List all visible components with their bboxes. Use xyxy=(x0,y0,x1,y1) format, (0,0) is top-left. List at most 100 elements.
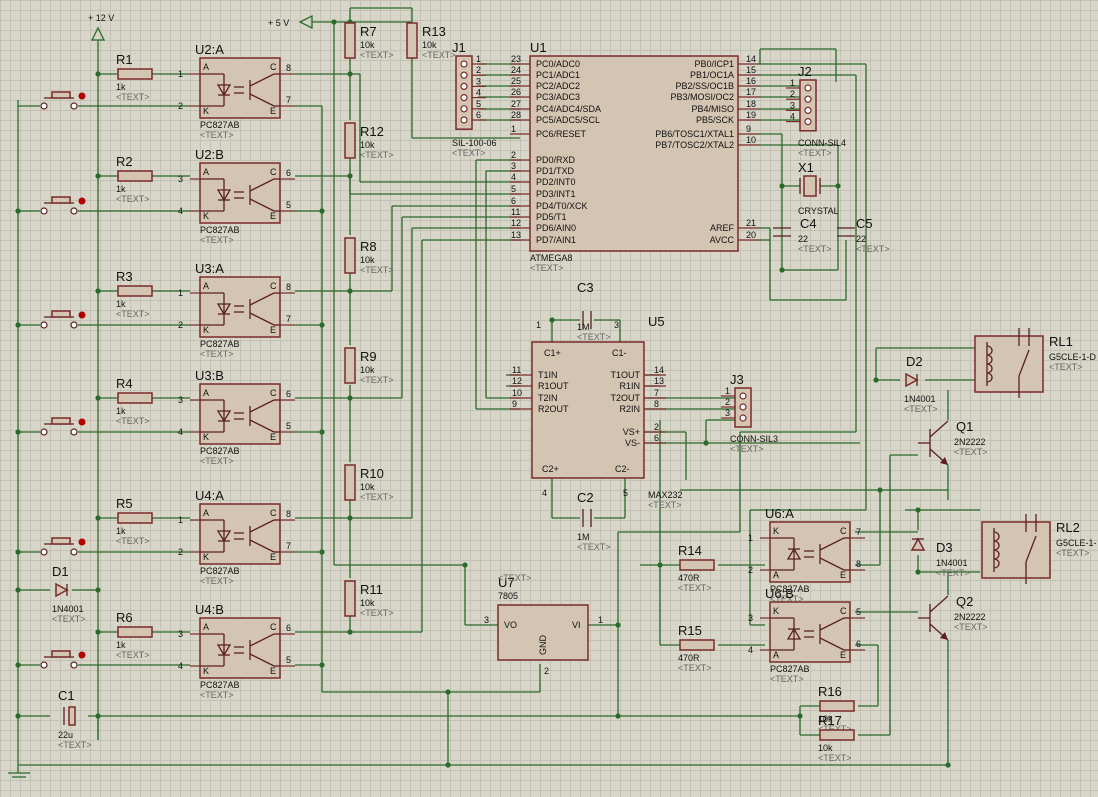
pin-k: K xyxy=(203,106,209,116)
text-placeholder: <TEXT> xyxy=(116,536,150,546)
resistor-ref: R16 xyxy=(818,684,842,699)
pin-label: T1OUT xyxy=(610,370,640,380)
pin-number: 13 xyxy=(654,376,664,386)
pin-e: E xyxy=(270,666,276,676)
pin-number: 1 xyxy=(178,515,183,525)
resistor-value: 10k xyxy=(360,140,375,150)
text-placeholder: <TEXT> xyxy=(422,50,456,60)
pin-label: PD5/T1 xyxy=(536,212,567,222)
pin-number: 20 xyxy=(746,230,756,240)
pin-number: 5 xyxy=(286,655,291,665)
resistor-ref: R12 xyxy=(360,124,384,139)
pin-e: E xyxy=(840,650,846,660)
resistor-ref: R13 xyxy=(422,24,446,39)
resistor-value: 1k xyxy=(116,406,126,416)
pin-number: 6 xyxy=(286,389,291,399)
pin-label: PB4/MISO xyxy=(691,104,734,114)
pin-label: PD1/TXD xyxy=(536,166,575,176)
diode-value: 1N4001 xyxy=(52,604,84,614)
pin-number: 1 xyxy=(178,69,183,79)
resistor-ref: R7 xyxy=(360,24,377,39)
capacitor-ref: C3 xyxy=(577,280,594,295)
pin-c: C xyxy=(840,526,847,536)
resistor-ref: R10 xyxy=(360,466,384,481)
capacitor-ref: C5 xyxy=(856,216,873,231)
pin-number: 3 xyxy=(614,320,619,330)
pin-e: E xyxy=(270,325,276,335)
pin-number: 4 xyxy=(748,645,753,655)
resistor-value: 1k xyxy=(116,184,126,194)
pin-number: 1 xyxy=(536,320,541,330)
pin-number: 1 xyxy=(748,533,753,543)
text-placeholder: <TEXT> xyxy=(770,594,804,604)
power-12v-label: + 12 V xyxy=(88,13,114,23)
pin-e: E xyxy=(270,552,276,562)
relay-ref: RL2 xyxy=(1056,520,1080,535)
ic-value: MAX232 xyxy=(648,490,683,500)
pin-label: AREF xyxy=(710,223,735,233)
pin-number: 6 xyxy=(511,196,516,206)
pin-k: K xyxy=(203,325,209,335)
pin-number: 10 xyxy=(512,388,522,398)
pin-label: R1OUT xyxy=(538,381,569,391)
ic-ref: U5 xyxy=(648,314,665,329)
pin-number: 12 xyxy=(512,376,522,386)
pin-a: A xyxy=(773,650,779,660)
connector-ref: J1 xyxy=(452,40,466,55)
pin-number: 2 xyxy=(476,65,481,75)
text-placeholder: <TEXT> xyxy=(116,194,150,204)
opto-value: PC827AB xyxy=(200,680,240,690)
connector-value: CONN-SIL4 xyxy=(798,138,846,148)
pin-number: 18 xyxy=(746,99,756,109)
transistor-ref: Q1 xyxy=(956,419,973,434)
pin-number: 11 xyxy=(511,207,520,217)
pin-label: PD2/INT0 xyxy=(536,177,576,187)
text-placeholder: <TEXT> xyxy=(360,50,394,60)
pin-number: 2 xyxy=(725,397,730,407)
opto-ref: U3:A xyxy=(195,261,224,276)
pin-number: 6 xyxy=(286,168,291,178)
push-button-1 xyxy=(40,91,86,110)
junctions xyxy=(15,19,951,768)
pin-c: C xyxy=(270,167,277,177)
capacitor-value: 22u xyxy=(58,730,73,740)
diode-value: 1N4001 xyxy=(936,558,968,568)
pin-label: C2+ xyxy=(542,464,559,474)
ground-symbol xyxy=(8,765,30,778)
pin-k: K xyxy=(203,552,209,562)
diode-ref: D3 xyxy=(936,540,953,555)
diode-value: 1N4001 xyxy=(904,394,936,404)
resistor-value: 10k xyxy=(360,598,375,608)
text-placeholder: <TEXT> xyxy=(904,404,938,414)
pin-number: 3 xyxy=(790,100,795,110)
opto-ref: U2:B xyxy=(195,147,224,162)
pin-label: R2IN xyxy=(619,404,640,414)
capacitor-ref: C1 xyxy=(58,688,75,703)
text-placeholder: <TEXT> xyxy=(577,542,611,552)
power-5v-label: + 5 V xyxy=(268,18,289,28)
resistor-ref: R6 xyxy=(116,610,133,625)
text-placeholder: <TEXT> xyxy=(770,674,804,684)
resistor-ref: R8 xyxy=(360,239,377,254)
resistor-value: 1k xyxy=(116,640,126,650)
opto-ref: U6:B xyxy=(765,586,794,601)
pin-a: A xyxy=(203,167,209,177)
push-button-3 xyxy=(40,310,86,329)
pin-e: E xyxy=(270,106,276,116)
pin-label: PB0/ICP1 xyxy=(694,59,734,69)
pin-number: 5 xyxy=(476,99,481,109)
